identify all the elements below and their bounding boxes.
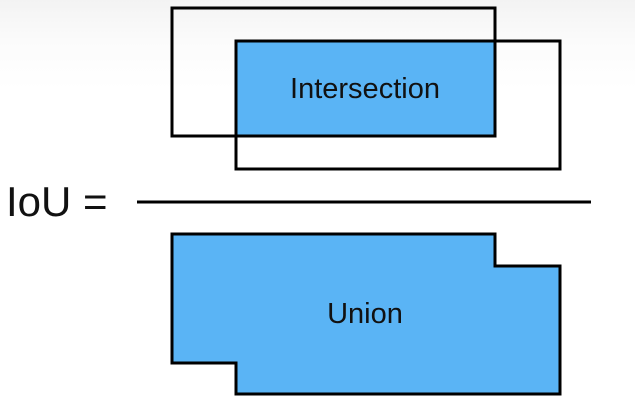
intersection-label: Intersection <box>290 73 440 105</box>
intersection-area <box>236 41 495 136</box>
union-area <box>170 232 562 396</box>
box-b <box>234 39 562 171</box>
iou-label: IoU = <box>6 178 108 225</box>
box-a <box>170 6 497 138</box>
union-label: Union <box>327 298 403 330</box>
